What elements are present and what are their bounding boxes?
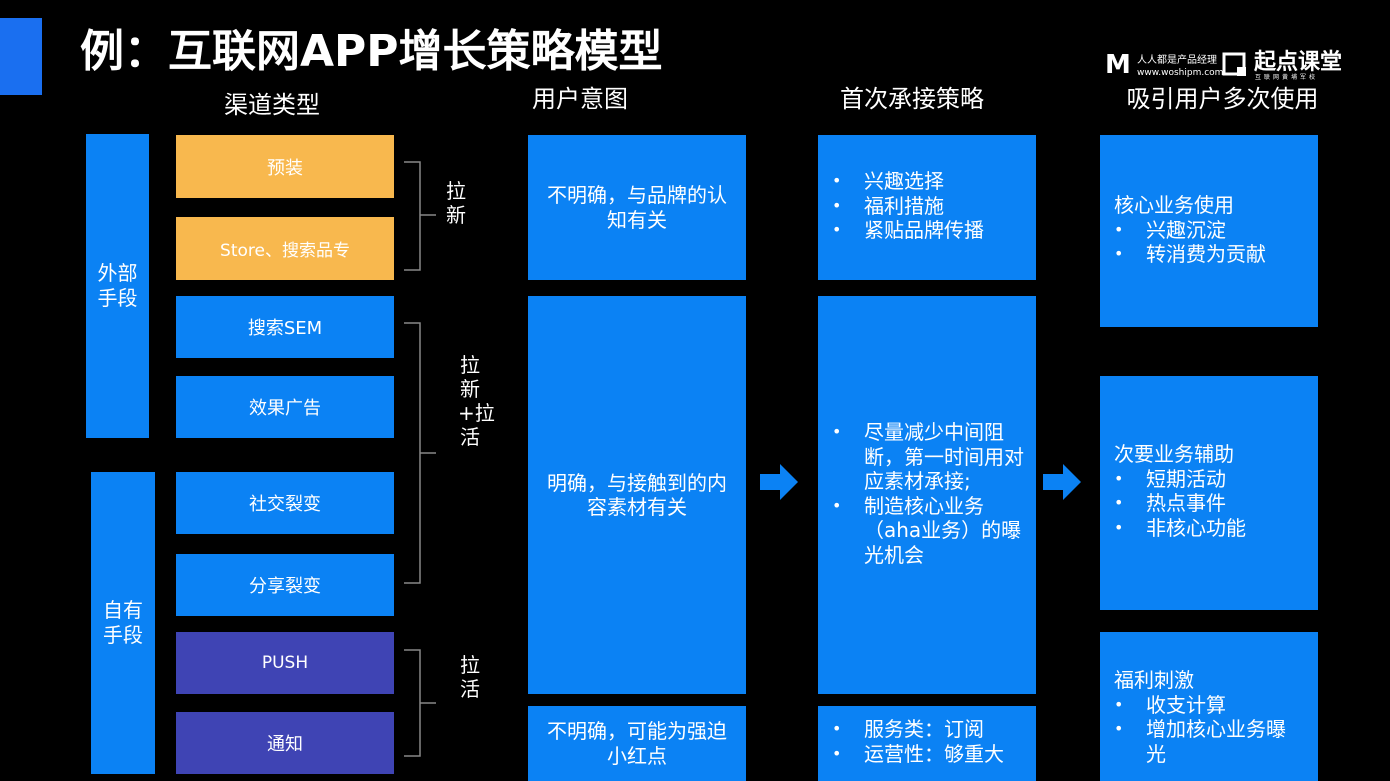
arrow-right-icon <box>760 464 798 500</box>
channel-box: 社交裂变 <box>176 472 394 534</box>
channel-label: 效果广告 <box>249 398 321 419</box>
repeat-box: 核心业务使用 兴趣沉淀 转消费为贡献 <box>1100 135 1318 327</box>
channel-label: Store、搜索品专 <box>220 241 350 261</box>
group-external: 外部手段 <box>86 134 149 438</box>
strategy-item: 服务类：订阅 <box>832 717 1022 742</box>
strategy-item: 紧贴品牌传播 <box>832 218 1022 243</box>
intent-text: 明确，与接触到的内容素材有关 <box>547 470 727 520</box>
channel-box: 效果广告 <box>176 376 394 438</box>
channel-label: 预装 <box>267 157 303 179</box>
intent-box: 不明确，与品牌的认知有关 <box>528 135 746 280</box>
intent-text: 不明确，可能为强迫小红点 <box>547 719 727 768</box>
bracket-label-pull-new-active: 拉新+拉活 <box>458 353 495 449</box>
header-channel-type: 渠道类型 <box>224 91 320 119</box>
channel-box: 分享裂变 <box>176 554 394 616</box>
header-first-strategy: 首次承接策略 <box>840 85 984 113</box>
strategy-item: 兴趣选择 <box>832 169 1022 194</box>
bracket-pull-active <box>404 649 436 757</box>
woshipm-url: www.woshipm.com <box>1137 68 1224 78</box>
page-title: 例：互联网APP增长策略模型 <box>80 26 663 77</box>
strategy-item: 运营性：够重大 <box>832 742 1022 767</box>
repeat-lead: 次要业务辅助 <box>1114 442 1234 466</box>
intent-box: 不明确，可能为强迫小红点 <box>528 706 746 781</box>
repeat-item: 增加核心业务曝光 <box>1114 717 1304 766</box>
qidian-mark-icon <box>1222 52 1246 76</box>
qidian-name: 起点课堂 <box>1254 50 1343 75</box>
repeat-item: 转消费为贡献 <box>1114 242 1304 267</box>
repeat-box: 次要业务辅助 短期活动 热点事件 非核心功能 <box>1100 376 1318 610</box>
channel-box: 预装 <box>176 135 394 198</box>
strategy-item: 尽量减少中间阻断，第一时间用对应素材承接; <box>832 420 1028 494</box>
woshipm-name: 人人都是产品经理 <box>1137 55 1217 66</box>
channel-box: 搜索SEM <box>176 296 394 358</box>
repeat-item: 兴趣沉淀 <box>1114 218 1304 243</box>
arrow-right-icon <box>1043 464 1081 500</box>
header-repeat-use: 吸引用户多次使用 <box>1126 85 1319 113</box>
channel-label: 搜索SEM <box>247 318 323 339</box>
channel-box: 通知 <box>176 712 394 774</box>
bracket-pull-new <box>404 161 436 271</box>
channel-label: PUSH <box>261 653 309 673</box>
intent-box: 明确，与接触到的内容素材有关 <box>528 296 746 694</box>
header-user-intent: 用户意图 <box>532 85 628 113</box>
repeat-item: 热点事件 <box>1114 491 1304 516</box>
group-external-label: 外部手段 <box>97 261 138 310</box>
strategy-item: 福利措施 <box>832 194 1022 219</box>
group-owned-label: 自有手段 <box>103 598 143 647</box>
woshipm-mark: M <box>1105 50 1131 80</box>
channel-box: Store、搜索品专 <box>176 217 394 280</box>
repeat-lead: 福利刺激 <box>1114 668 1194 692</box>
bracket-pull-new-active <box>404 322 436 584</box>
bracket-label-pull-new: 拉新 <box>446 179 466 227</box>
title-accent-bar <box>0 18 42 95</box>
channel-label: 社交裂变 <box>249 494 321 515</box>
strategy-box: 兴趣选择 福利措施 紧贴品牌传播 <box>818 135 1036 280</box>
channel-label: 分享裂变 <box>249 576 321 597</box>
strategy-item: 制造核心业务（aha业务）的曝光机会 <box>832 494 1028 568</box>
bracket-label-pull-active: 拉活 <box>460 653 480 701</box>
repeat-lead: 核心业务使用 <box>1114 193 1234 217</box>
woshipm-logo: M 人人都是产品经理 www.woshipm.com <box>1105 50 1224 80</box>
repeat-box: 福利刺激 收支计算 增加核心业务曝光 <box>1100 632 1318 781</box>
qidian-sub: 互联网黄埔军校 <box>1255 74 1319 81</box>
group-owned: 自有手段 <box>91 472 155 774</box>
qidian-logo: 起点课堂 互联网黄埔军校 <box>1222 50 1362 84</box>
channel-label: 通知 <box>267 734 303 755</box>
strategy-box: 尽量减少中间阻断，第一时间用对应素材承接; 制造核心业务（aha业务）的曝光机会 <box>818 296 1036 694</box>
repeat-item: 收支计算 <box>1114 693 1304 718</box>
repeat-item: 非核心功能 <box>1114 516 1304 541</box>
strategy-box: 服务类：订阅 运营性：够重大 <box>818 706 1036 781</box>
channel-box: PUSH <box>176 632 394 694</box>
intent-text: 不明确，与品牌的认知有关 <box>547 183 727 232</box>
repeat-item: 短期活动 <box>1114 467 1304 492</box>
